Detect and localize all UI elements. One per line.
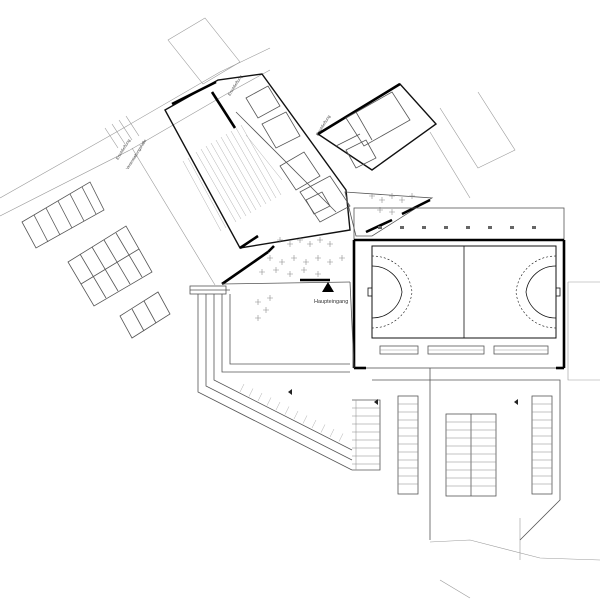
event-hall [164,73,351,250]
main-entrance-label: Haupteingang [314,299,348,305]
step-line [302,415,308,424]
tree-symbol [307,241,313,247]
tree-symbol [277,237,283,243]
parking-area-right [352,368,561,541]
tree-symbol [389,209,395,215]
tree-symbol [409,193,415,199]
lamp-symbols [288,389,518,405]
tree-symbol [297,237,303,243]
hall-windows [378,226,536,229]
tree-symbol [399,197,405,203]
parking-area-left [21,181,171,339]
tree-symbol [273,267,279,273]
tree-symbol [287,271,293,277]
entrance-plaza [189,245,355,471]
step-line [248,388,254,397]
tree-symbol [259,269,265,275]
tree-symbol [369,193,375,199]
tree-symbol [315,255,321,261]
tree-symbol [263,307,269,313]
tree-symbol [389,193,395,199]
tree-symbols [255,193,415,321]
tree-symbol [291,255,297,261]
tree-symbol [255,315,261,321]
court-markings [367,245,561,339]
tree-symbol [339,255,345,261]
tree-symbol [267,295,273,301]
entrance-marker-icon [322,282,334,292]
tree-symbol [327,259,333,265]
tree-symbol [379,197,385,203]
step-line [266,397,272,406]
sports-hall [352,207,566,370]
step-line [239,383,245,393]
hall-seating [182,124,283,232]
tree-symbol [287,241,293,247]
step-line [284,406,290,415]
tree-symbol [315,271,321,277]
tree-symbol [317,237,323,243]
step-line [257,392,263,402]
tree-symbol [301,267,307,273]
step-line [329,428,335,438]
parking-bays [352,403,552,487]
step-line [320,424,326,433]
tree-symbol [279,259,285,265]
tree-symbol [267,255,273,261]
steps [239,383,344,442]
site-outline [0,17,600,599]
step-line [311,419,317,429]
step-line [338,433,344,442]
step-line [293,410,299,420]
street-label-1: Erschließung [115,138,132,160]
tree-symbol [327,241,333,247]
step-line [275,401,281,411]
tree-symbol [303,259,309,265]
annex-building [316,82,438,171]
foyer-wedge [344,191,434,237]
street-label-4: Erschließung [315,114,332,136]
tree-symbol [255,299,261,305]
bleachers [379,345,549,355]
